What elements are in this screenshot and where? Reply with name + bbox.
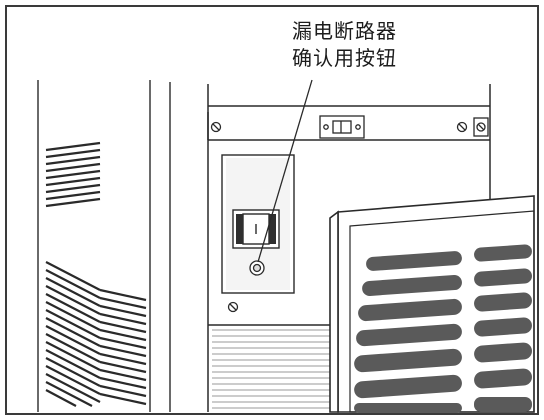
callout-label: 漏电断路器 确认用按钮 — [292, 18, 397, 72]
breaker-switch-icon — [232, 209, 280, 249]
left-vent-slots-lower — [45, 261, 147, 407]
vent-grille-icon — [354, 244, 532, 413]
cabinet-front-frame — [207, 84, 491, 412]
test-button-icon — [249, 260, 265, 276]
callout-line-1: 漏电断路器 — [292, 19, 397, 43]
top-connector — [319, 115, 365, 139]
left-vent-slots-upper — [45, 141, 101, 208]
callout-leader-line — [257, 79, 313, 263]
lower-hatch-panel — [212, 329, 330, 409]
screw-icon — [210, 117, 489, 137]
picture-frame — [5, 5, 539, 415]
left-side-panel — [37, 80, 171, 412]
screw-icon — [227, 301, 239, 313]
callout-line-2: 确认用按钮 — [292, 46, 397, 70]
